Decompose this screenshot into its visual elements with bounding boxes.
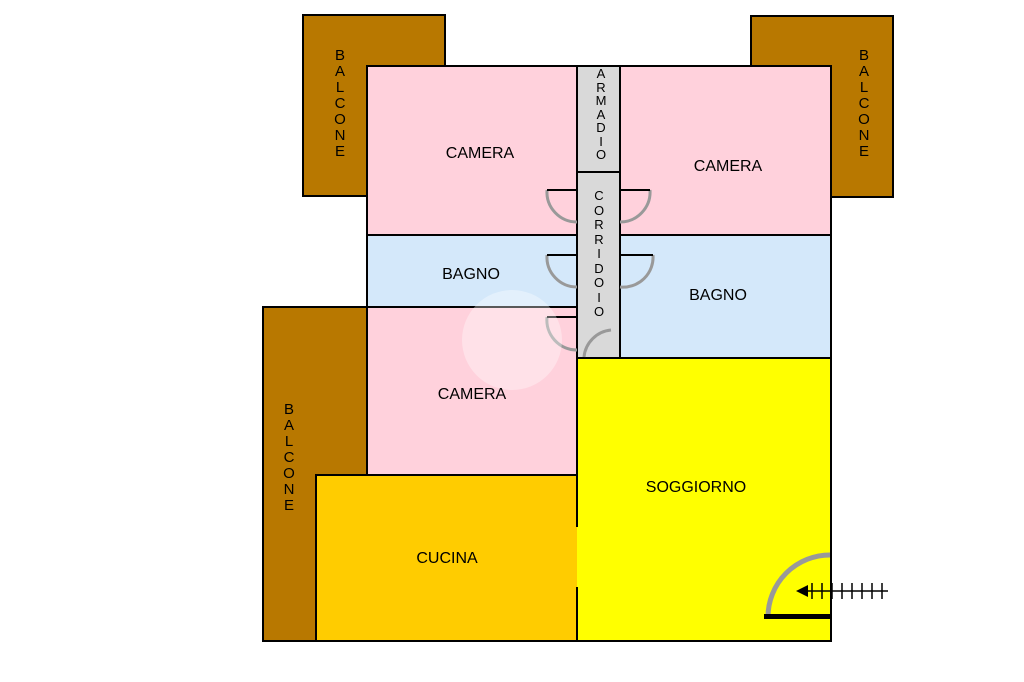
vertical-letter: N bbox=[283, 481, 295, 498]
cucina-label: CUCINA bbox=[416, 550, 478, 567]
bagno-left-label: BAGNO bbox=[442, 266, 500, 283]
vertical-letter: R bbox=[594, 217, 604, 232]
entrance-door bbox=[764, 614, 832, 619]
door-arc-camera-middle bbox=[545, 316, 578, 352]
vertical-letter: O bbox=[283, 465, 295, 482]
vertical-letter: I bbox=[597, 246, 601, 261]
vertical-letter: E bbox=[858, 143, 869, 160]
vertical-letter: C bbox=[283, 449, 295, 466]
vertical-letter: C bbox=[594, 188, 604, 203]
soggiorno bbox=[576, 357, 832, 642]
vertical-letter: D bbox=[594, 260, 604, 276]
vertical-letter: O bbox=[593, 275, 605, 290]
vertical-letter: C bbox=[334, 95, 346, 112]
vertical-letter: A bbox=[596, 66, 606, 81]
soggiorno-label: SOGGIORNO bbox=[645, 479, 747, 496]
vertical-letter: E bbox=[283, 497, 294, 514]
camera-top-right-label: CAMERA bbox=[693, 158, 763, 175]
vertical-letter: O bbox=[593, 202, 605, 218]
vertical-letter: N bbox=[334, 127, 346, 144]
vertical-letter: L bbox=[859, 79, 869, 96]
vertical-letter: D bbox=[596, 120, 606, 135]
vertical-letter: B bbox=[283, 401, 294, 418]
entrance-arrow-head bbox=[796, 585, 808, 597]
door-arc-bagno-right bbox=[619, 254, 655, 289]
vertical-letter: L bbox=[335, 79, 345, 96]
camera-middle-label: CAMERA bbox=[437, 386, 507, 403]
vertical-letter: A bbox=[858, 63, 869, 80]
bagno-right bbox=[619, 234, 832, 359]
watermark-logo bbox=[462, 290, 562, 390]
cucina bbox=[315, 474, 578, 642]
vertical-letter: R bbox=[596, 79, 606, 95]
vertical-letter: C bbox=[858, 95, 870, 112]
vertical-letter: O bbox=[595, 147, 607, 162]
camera-top-left-label: CAMERA bbox=[445, 145, 515, 162]
vertical-letter: M bbox=[595, 93, 607, 108]
vertical-letter: A bbox=[334, 63, 345, 80]
vertical-letter: B bbox=[858, 47, 869, 64]
bagno-left bbox=[366, 234, 578, 308]
vertical-letter: B bbox=[334, 47, 345, 64]
vertical-letter: I bbox=[599, 133, 603, 149]
vertical-letter: A bbox=[596, 106, 606, 122]
door-arc-bagno-left bbox=[545, 254, 578, 289]
vertical-letter: L bbox=[284, 433, 294, 450]
vertical-letter: I bbox=[597, 289, 601, 305]
soggiorno-opening bbox=[577, 527, 580, 587]
camera-middle bbox=[366, 306, 578, 476]
vertical-letter: R bbox=[594, 231, 604, 247]
vertical-letter: O bbox=[858, 111, 870, 128]
vertical-letter: N bbox=[858, 127, 870, 144]
vertical-letter: A bbox=[283, 417, 294, 434]
vertical-letter: O bbox=[334, 111, 346, 128]
vertical-letter: O bbox=[593, 304, 605, 319]
door-arc-camera-left bbox=[545, 189, 578, 224]
vertical-letter: E bbox=[334, 143, 345, 160]
entrance-door-arc bbox=[765, 552, 831, 618]
armadio bbox=[576, 65, 621, 173]
entrance-arrow bbox=[798, 583, 888, 599]
bagno-right-label: BAGNO bbox=[689, 287, 747, 304]
door-arc-soggiorno bbox=[582, 328, 612, 358]
door-arc-camera-right bbox=[619, 189, 652, 224]
